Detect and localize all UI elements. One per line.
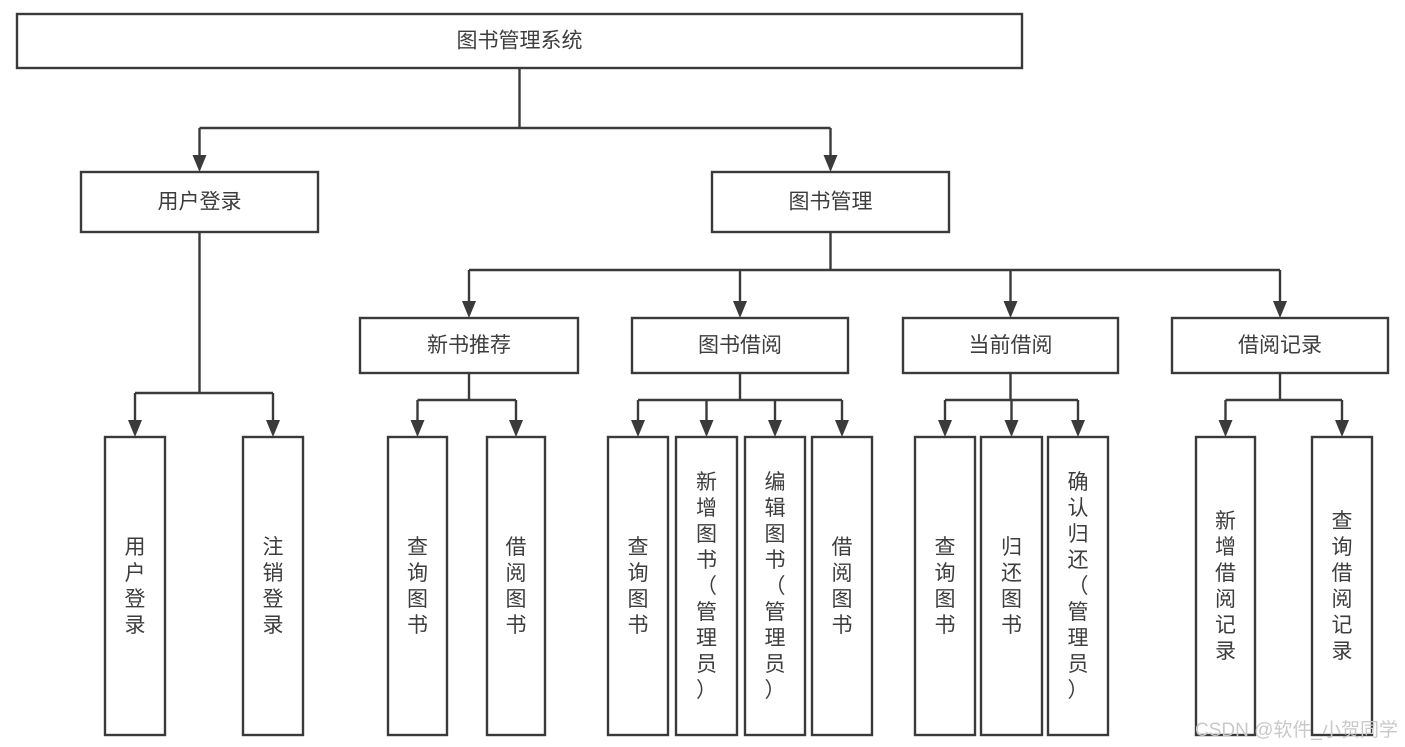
node-查询图书[interactable]: 查询图书 bbox=[606, 435, 670, 737]
connector-layer bbox=[128, 68, 1349, 437]
arrow-head-icon bbox=[1071, 420, 1085, 437]
arrow-head-icon bbox=[410, 420, 425, 437]
node-查询图书[interactable]: 查询图书 bbox=[386, 435, 449, 737]
node-用户登录[interactable]: 用户登录 bbox=[79, 170, 320, 234]
node-label: 当前借阅 bbox=[969, 334, 1053, 357]
node-新增借阅记录[interactable]: 新增借阅记录 bbox=[1194, 435, 1257, 737]
arrow-head-icon bbox=[192, 155, 207, 172]
arrow-head-icon bbox=[509, 420, 523, 437]
node-借阅图书[interactable]: 借阅图书 bbox=[810, 435, 874, 737]
node-label: 新增借阅记录 bbox=[1215, 510, 1236, 663]
node-新增图书管理员[interactable]: 新增图书（管理员） bbox=[674, 435, 739, 737]
node-box[interactable] bbox=[674, 435, 739, 737]
arrow-head-icon bbox=[631, 420, 645, 437]
node-box[interactable] bbox=[241, 435, 305, 737]
node-当前借阅[interactable]: 当前借阅 bbox=[901, 316, 1120, 375]
node-图书借阅[interactable]: 图书借阅 bbox=[630, 316, 850, 375]
watermark-label: CSDN @软件_小贺同学 bbox=[1195, 719, 1398, 741]
node-编辑图书管理员[interactable]: 编辑图书（管理员） bbox=[743, 435, 807, 737]
node-box[interactable] bbox=[358, 316, 580, 375]
node-layer: 图书管理系统用户登录用户登录注销登录图书管理新书推荐查询图书借阅图书图书借阅查询… bbox=[15, 12, 1390, 737]
node-box[interactable] bbox=[1310, 435, 1374, 737]
arrow-head-icon bbox=[835, 420, 849, 437]
node-label: 图书管理 bbox=[789, 191, 873, 214]
arrow-head-icon bbox=[266, 420, 280, 437]
node-确认归还管理员[interactable]: 确认归还（管理员） bbox=[1046, 435, 1110, 737]
node-新书推荐[interactable]: 新书推荐 bbox=[358, 316, 580, 375]
node-box[interactable] bbox=[810, 435, 874, 737]
arrow-head-icon bbox=[823, 155, 838, 172]
node-查询借阅记录[interactable]: 查询借阅记录 bbox=[1310, 435, 1374, 737]
node-box[interactable] bbox=[15, 12, 1024, 70]
arrow-head-icon bbox=[1004, 420, 1019, 437]
arrow-head-icon bbox=[1335, 420, 1349, 437]
node-label: 图书借阅 bbox=[698, 334, 782, 357]
node-box[interactable] bbox=[1170, 316, 1390, 375]
node-label: 新书推荐 bbox=[427, 334, 511, 357]
node-box[interactable] bbox=[901, 316, 1120, 375]
arrow-head-icon bbox=[128, 420, 142, 437]
node-box[interactable] bbox=[79, 170, 320, 234]
node-label: 用户登录 bbox=[158, 191, 242, 214]
node-注销登录[interactable]: 注销登录 bbox=[241, 435, 305, 737]
node-label: 借阅图书 bbox=[832, 536, 853, 637]
node-box[interactable] bbox=[630, 316, 850, 375]
node-图书管理[interactable]: 图书管理 bbox=[710, 170, 951, 234]
node-借阅记录[interactable]: 借阅记录 bbox=[1170, 316, 1390, 375]
node-box[interactable] bbox=[979, 435, 1044, 737]
node-借阅图书[interactable]: 借阅图书 bbox=[485, 435, 547, 737]
node-label: 用户登录 bbox=[125, 536, 146, 637]
node-box[interactable] bbox=[710, 170, 951, 234]
arrow-head-icon bbox=[462, 301, 476, 318]
node-box[interactable] bbox=[1194, 435, 1257, 737]
node-图书管理系统[interactable]: 图书管理系统 bbox=[15, 12, 1024, 70]
node-label: 查询图书 bbox=[935, 536, 956, 637]
node-label: 查询图书 bbox=[407, 536, 428, 637]
node-归还图书[interactable]: 归还图书 bbox=[979, 435, 1044, 737]
node-label: 借阅图书 bbox=[506, 536, 527, 637]
node-box[interactable] bbox=[913, 435, 977, 737]
node-label: 编辑图书（管理员） bbox=[765, 471, 786, 702]
arrow-head-icon bbox=[1218, 420, 1233, 437]
node-label: 查询图书 bbox=[628, 536, 649, 637]
node-label: 确认归还（管理员） bbox=[1068, 471, 1089, 702]
arrow-head-icon bbox=[1273, 301, 1287, 318]
node-box[interactable] bbox=[485, 435, 547, 737]
node-用户登录[interactable]: 用户登录 bbox=[103, 435, 167, 737]
arrow-head-icon bbox=[768, 420, 782, 437]
node-label: 归还图书 bbox=[1001, 536, 1022, 637]
arrow-head-icon bbox=[938, 420, 952, 437]
node-box[interactable] bbox=[743, 435, 807, 737]
node-box[interactable] bbox=[386, 435, 449, 737]
arrow-head-icon bbox=[699, 420, 714, 437]
node-box[interactable] bbox=[1046, 435, 1110, 737]
node-box[interactable] bbox=[606, 435, 670, 737]
arrow-head-icon bbox=[733, 301, 747, 318]
arrow-head-icon bbox=[1003, 301, 1018, 318]
node-label: 借阅记录 bbox=[1238, 334, 1322, 357]
node-查询图书[interactable]: 查询图书 bbox=[913, 435, 977, 737]
node-box[interactable] bbox=[103, 435, 167, 737]
node-label: 新增图书（管理员） bbox=[696, 471, 717, 702]
node-label: 注销登录 bbox=[263, 536, 284, 637]
node-label: 查询借阅记录 bbox=[1332, 510, 1353, 663]
node-label: 图书管理系统 bbox=[457, 30, 583, 53]
